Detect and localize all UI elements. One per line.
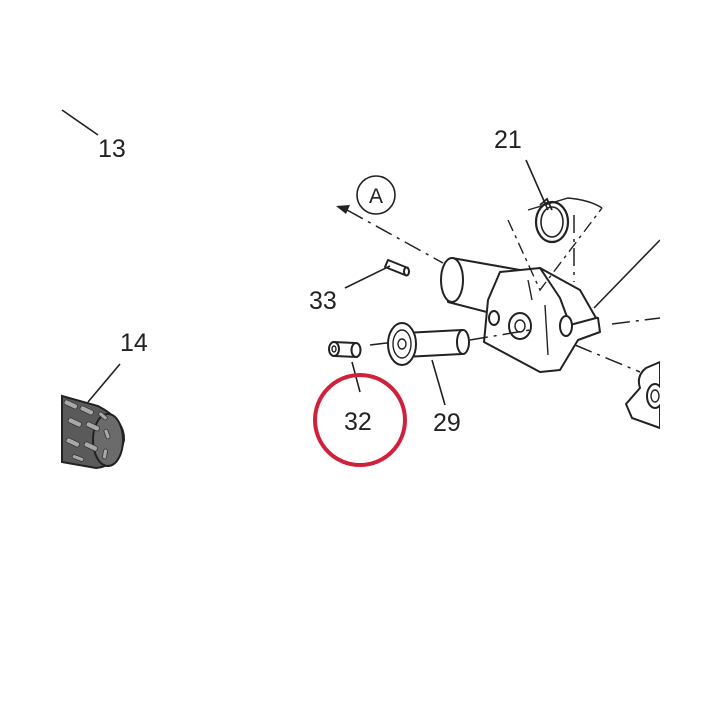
label-33[interactable]: 33 bbox=[309, 287, 337, 315]
axis-line-32 bbox=[369, 341, 396, 346]
leader-33 bbox=[344, 265, 391, 289]
part-32-bushing[interactable] bbox=[328, 341, 362, 358]
part-bracket-partial[interactable] bbox=[625, 361, 664, 429]
callout-a-circle bbox=[356, 175, 396, 215]
leader-offscreen bbox=[593, 239, 661, 309]
leader-14 bbox=[87, 363, 121, 403]
part-29-pin[interactable] bbox=[387, 322, 470, 366]
label-13[interactable]: 13 bbox=[98, 135, 126, 163]
callout-a-arrowhead bbox=[336, 205, 350, 214]
crop-edge bbox=[660, 0, 720, 720]
part-33-pin[interactable] bbox=[384, 259, 410, 277]
label-32[interactable]: 32 bbox=[344, 408, 372, 436]
leader-21 bbox=[525, 159, 549, 211]
axis-line-lower bbox=[574, 344, 641, 373]
leader-13 bbox=[61, 109, 99, 136]
main-yoke-assembly[interactable] bbox=[440, 257, 601, 373]
axis-line-29 bbox=[469, 329, 531, 341]
highlight-circle-32 bbox=[313, 373, 407, 467]
part-14-grip[interactable] bbox=[61, 394, 126, 470]
leader-29 bbox=[431, 359, 446, 406]
label-21[interactable]: 21 bbox=[494, 126, 522, 154]
axis-line-right bbox=[611, 317, 661, 325]
callout-a-label[interactable]: A bbox=[369, 185, 383, 208]
label-29[interactable]: 29 bbox=[433, 409, 461, 437]
clip-alignment-lines bbox=[507, 207, 603, 292]
part-21-spring-clip[interactable] bbox=[527, 197, 603, 244]
axis-line-a bbox=[346, 209, 444, 264]
label-14[interactable]: 14 bbox=[120, 329, 148, 357]
